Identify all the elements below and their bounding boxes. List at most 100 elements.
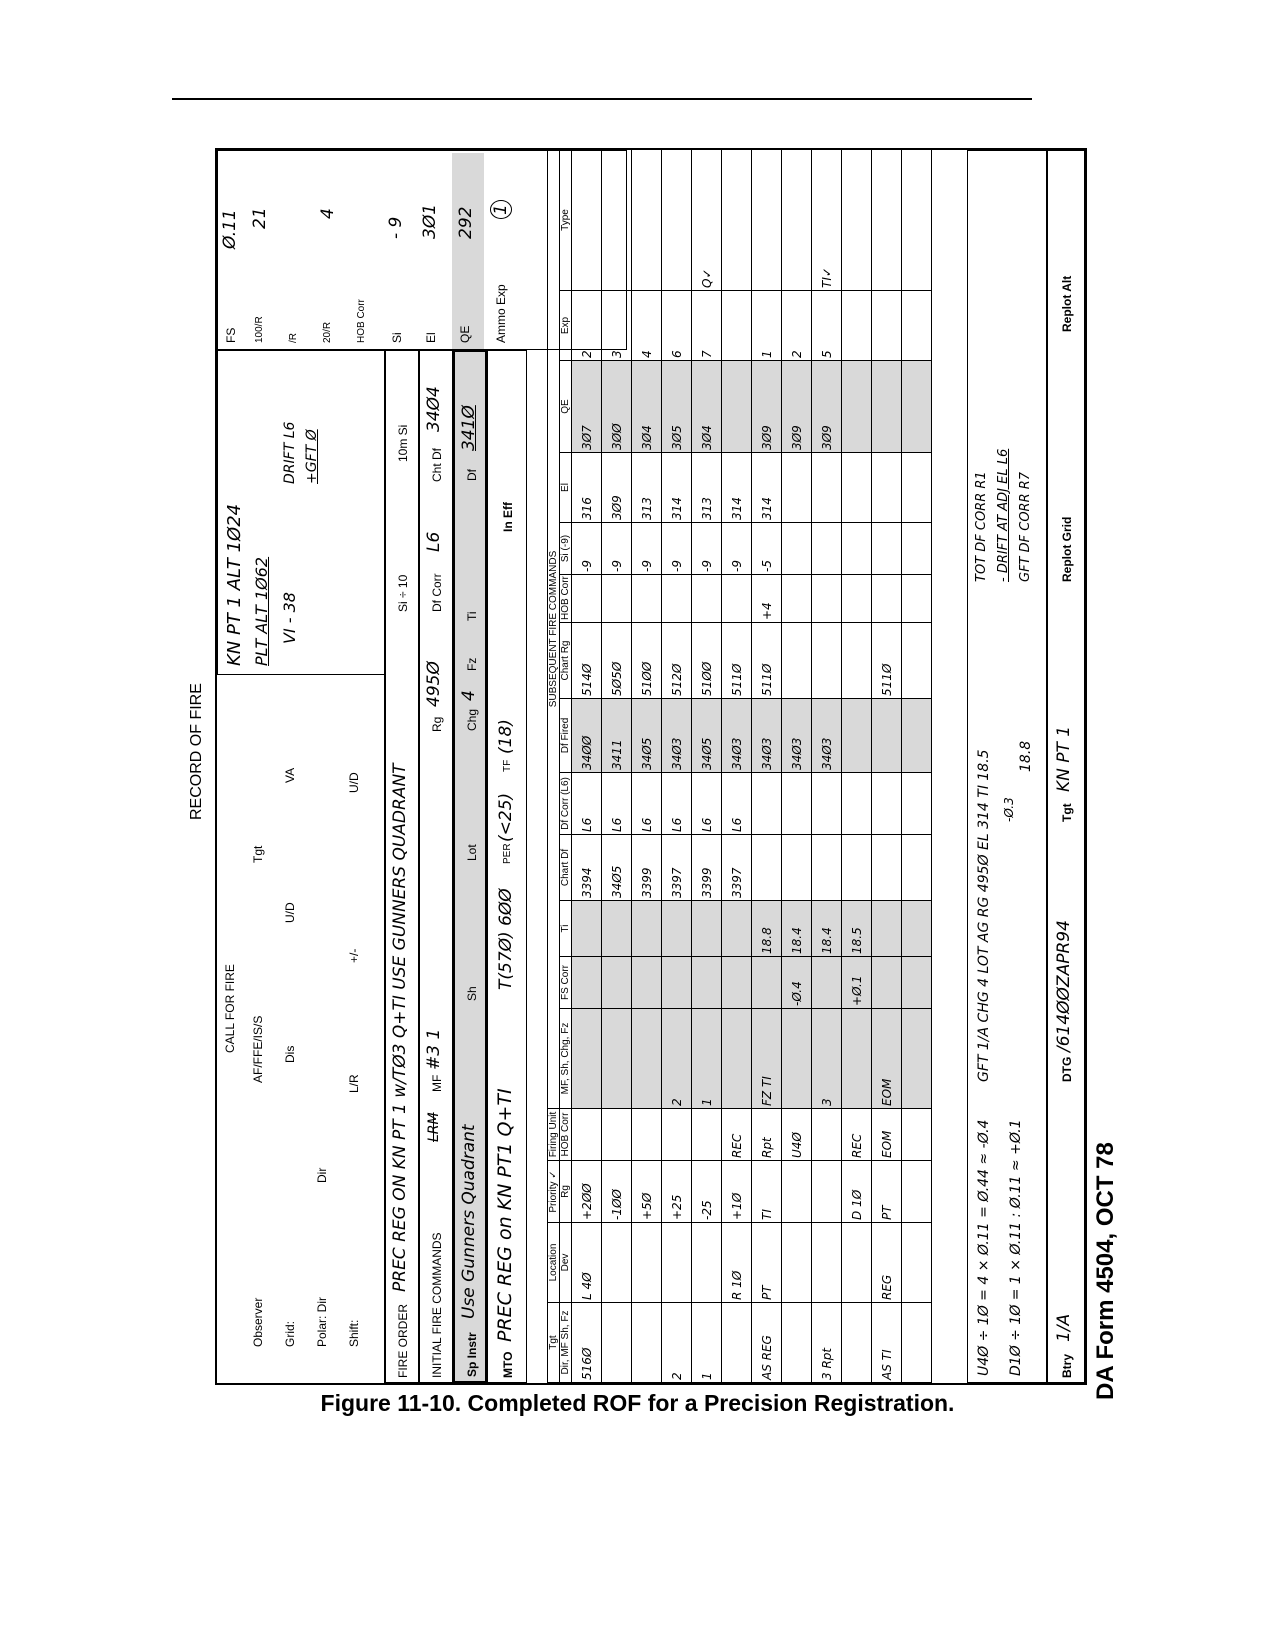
subsequent-heading: SUBSEQUENT FIRE COMMANDS: [547, 149, 560, 1109]
fs-label: FS: [224, 327, 238, 343]
table-cell: [601, 1108, 632, 1161]
tgt-label: Tgt: [1060, 803, 1074, 822]
el-value: 3Ø1: [420, 203, 440, 239]
table-cell: 1: [691, 1302, 722, 1383]
call-for-fire-section: CALL FOR FIRE Observer Grid: Polar: Dir …: [217, 675, 385, 1383]
table-cell: [871, 900, 902, 957]
r100-value: 21: [250, 207, 270, 229]
label-tgt: Tgt: [251, 845, 265, 863]
table-cell: [631, 149, 662, 291]
table-cell: [811, 1160, 842, 1223]
table-cell: [571, 574, 602, 623]
table-cell: [841, 360, 872, 453]
form-id: DA Form 4504, OCT 78: [1092, 1142, 1119, 1400]
table-cell: 3Ø4: [691, 360, 722, 453]
table-cell: [811, 956, 842, 1009]
knpt-drift: DRIFT L6: [282, 421, 298, 484]
table-cell: [691, 1222, 722, 1303]
knpt-line1: KN PT 1 ALT 1Ø24: [224, 503, 245, 666]
label-dir: Dir: [315, 1167, 329, 1183]
label-af: AF/FFE/IS/S: [251, 1015, 265, 1083]
table-cell: 3Ø9: [751, 360, 782, 453]
gft-line: GFT 1/A CHG 4 LOT AG RG 495Ø EL 314 TI 1…: [976, 749, 992, 1082]
table-cell: [721, 1302, 752, 1383]
table-cell: 1: [751, 290, 782, 361]
table-cell: L6: [571, 772, 602, 835]
table-cell: -25: [691, 1160, 722, 1223]
table-cell: 3Ø9: [601, 452, 632, 523]
column-header: MF, Sh, Chg, Fz: [559, 1008, 572, 1109]
subsequent-commands-table: Tgt Location Priority ✓ Firing Unit SUBS…: [547, 149, 932, 1383]
table-cell: [631, 900, 662, 957]
fz-label: Fz: [465, 657, 479, 671]
table-cell: [721, 290, 752, 361]
table-cell: [571, 1108, 602, 1161]
table-cell: 3Ø9: [781, 360, 812, 453]
el-label: El: [424, 332, 438, 343]
table-cell: [901, 290, 932, 361]
table-cell: [601, 900, 632, 957]
ten-si-label: 10m Si: [396, 424, 410, 462]
column-header: Dir, MF Sh, Fz: [559, 1302, 572, 1383]
table-cell: [901, 622, 932, 699]
si-div-label: Si ÷ 10: [396, 574, 410, 612]
table-cell: 5: [811, 290, 842, 361]
record-of-fire-form: CALL FOR FIRE Observer Grid: Polar: Dir …: [215, 148, 1087, 1385]
table-cell: [901, 452, 932, 523]
column-header: Ti: [559, 900, 572, 957]
table-cell: [601, 1302, 632, 1383]
table-cell: [901, 1302, 932, 1383]
table-cell: 3399: [691, 834, 722, 901]
note1: -Ø.3: [1002, 797, 1016, 822]
table-cell: AS TI: [871, 1302, 902, 1383]
table-cell: [781, 522, 812, 575]
label-shift: Shift:: [347, 1319, 361, 1347]
table-cell: [871, 360, 902, 453]
table-cell: 3Ø5: [661, 360, 692, 453]
table-cell: 313: [691, 452, 722, 523]
column-header: Df Corr (L6): [559, 772, 572, 835]
table-cell: 316: [571, 452, 602, 523]
initial-commands-row: INITIAL FIRE COMMANDS LRM MF #3 1 Rg 495…: [419, 350, 453, 1383]
table-cell: [871, 522, 902, 575]
table-cell: 3394: [571, 834, 602, 901]
table-cell: 3Ø7: [571, 360, 602, 453]
table-cell: -9: [631, 522, 662, 575]
ineff-label: In Eff: [501, 502, 515, 532]
knpt-section: KN PT 1 ALT 1Ø24 PLT ALT 1Ø62 VI - 38 DR…: [217, 350, 385, 675]
table-cell: [571, 1008, 602, 1109]
fire-order-text: PREC REG ON KN PT 1 w/TØ3 Q+TI USE GUNNE…: [390, 763, 410, 1292]
table-cell: PT: [751, 1222, 782, 1303]
table-cell: [901, 1108, 932, 1161]
table-cell: 514Ø: [571, 622, 602, 699]
mto-value: PREC REG on KN PT1 Q+TI: [494, 1088, 516, 1342]
label-observer: Observer: [251, 1297, 265, 1347]
df-value: 341Ø: [459, 405, 479, 451]
table-cell: REC: [721, 1108, 752, 1161]
table-cell: [901, 772, 932, 835]
table-cell: -5: [751, 522, 782, 575]
r100-label: 100/R: [254, 316, 265, 343]
label-va: VA: [283, 767, 297, 783]
table-cell: +2ØØ: [571, 1160, 602, 1223]
sp-instr-label: Sp Instr: [465, 1332, 479, 1377]
table-cell: 3397: [721, 834, 752, 901]
table-cell: 2: [661, 1302, 692, 1383]
table-cell: [601, 149, 632, 291]
table-cell: PT: [871, 1160, 902, 1223]
table-cell: [841, 772, 872, 835]
table-cell: [751, 772, 782, 835]
table-cell: -1ØØ: [601, 1160, 632, 1223]
table-cell: 34ØØ: [571, 698, 602, 773]
table-cell: [841, 522, 872, 575]
btry-value: 1/A: [1054, 1313, 1074, 1342]
tf-label: TF: [502, 759, 513, 772]
table-cell: EOM: [871, 1108, 902, 1161]
table-cell: +4: [751, 574, 782, 623]
table-cell: [781, 1008, 812, 1109]
table-cell: [901, 149, 932, 291]
table-cell: 34Ø5: [601, 834, 632, 901]
table-cell: [841, 698, 872, 773]
